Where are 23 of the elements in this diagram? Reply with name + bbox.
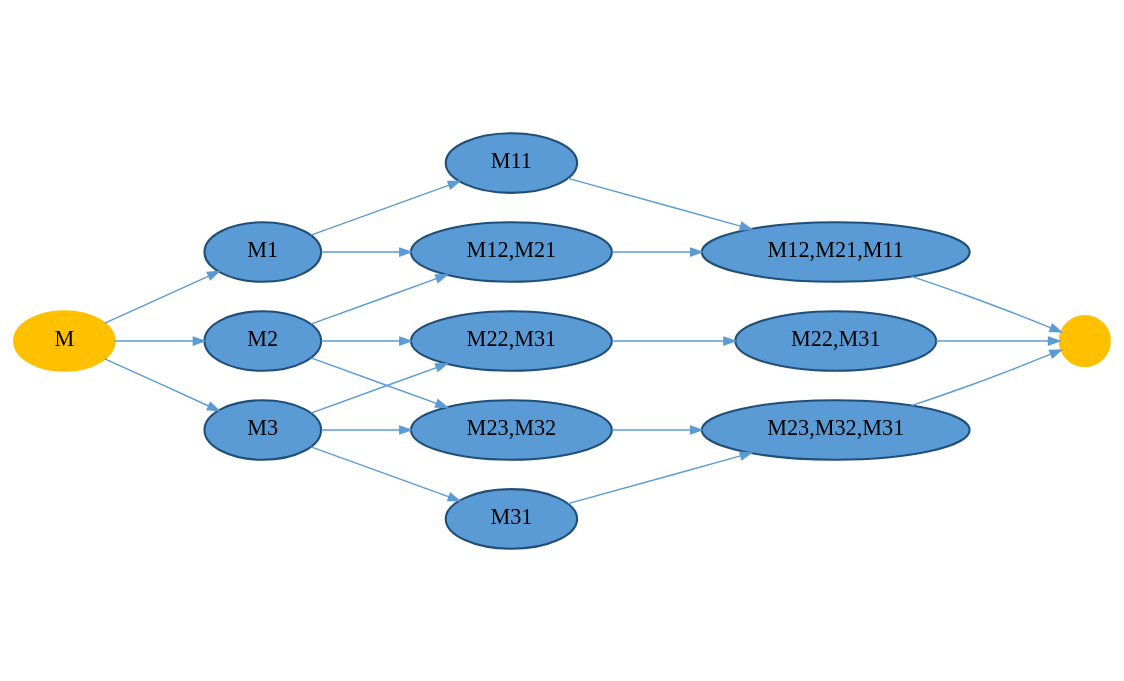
arrow [104, 269, 221, 324]
arrow [113, 335, 207, 346]
node-ellipse: M [13, 309, 116, 372]
node-ellipse: M22,M31 [734, 309, 938, 372]
arrow [310, 445, 462, 501]
node-circle [1058, 314, 1111, 367]
arrow [935, 335, 1062, 346]
node-ellipse: M2 [203, 309, 323, 372]
arrow [611, 246, 704, 257]
arrow [611, 424, 704, 435]
arrow [310, 273, 450, 325]
arrow [320, 335, 414, 346]
arrow [320, 424, 414, 435]
arrow [104, 357, 221, 412]
arrow [910, 275, 1064, 333]
arrow [611, 335, 738, 346]
arrow [910, 348, 1064, 406]
arrow [310, 362, 450, 414]
arrow [567, 177, 754, 231]
arrow [567, 450, 754, 504]
arrow [310, 356, 450, 408]
arrow [310, 180, 462, 236]
arrow [320, 246, 414, 257]
